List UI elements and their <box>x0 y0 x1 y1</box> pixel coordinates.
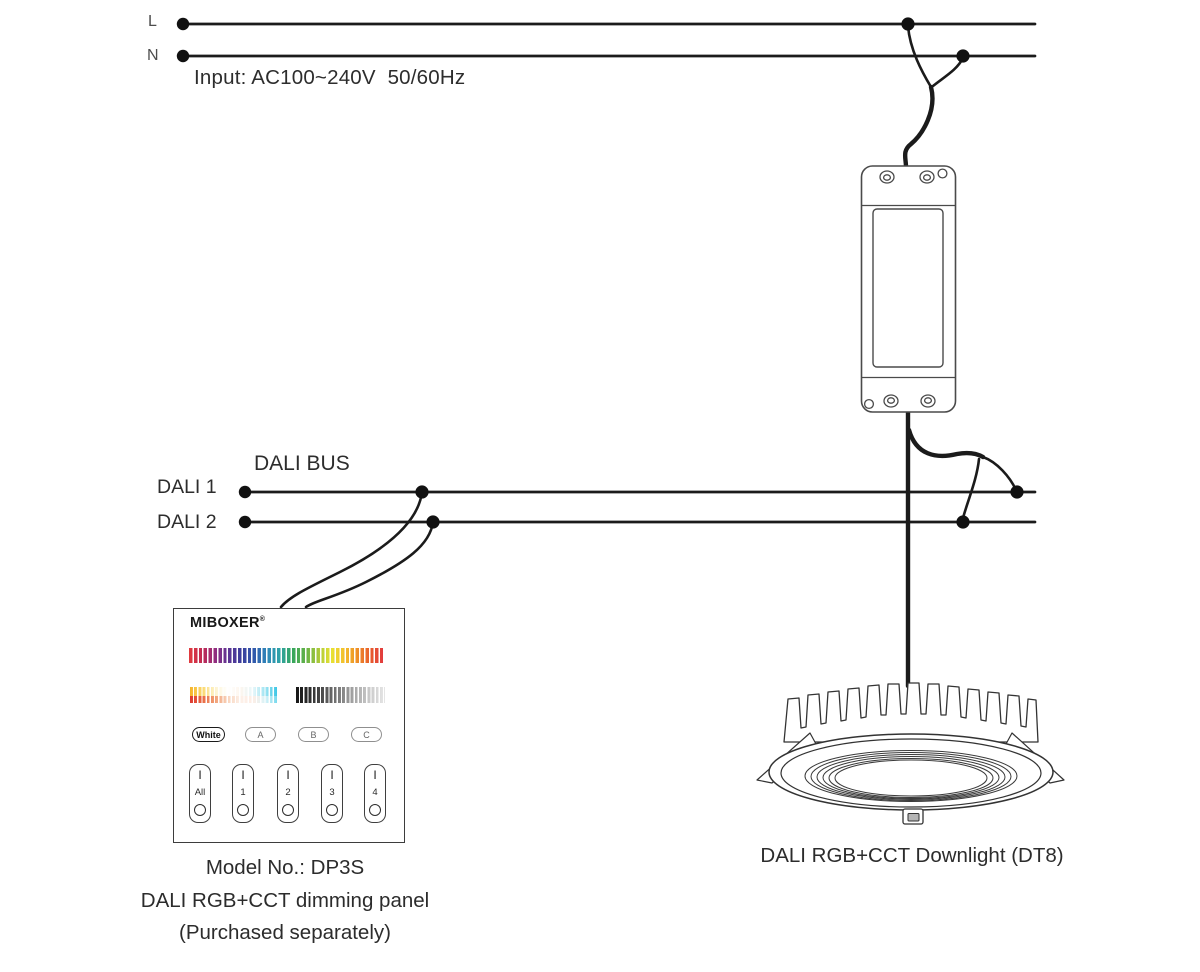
dali-bus-lines <box>243 490 1037 524</box>
dali2-start-dot <box>238 515 252 529</box>
cct-bar-top <box>190 687 278 697</box>
driver-bottom-terminals <box>863 394 936 410</box>
zone-label: 3 <box>329 786 335 798</box>
dali2-branch-wire <box>961 457 981 520</box>
n-junction-dot <box>956 49 970 63</box>
on-symbol: I <box>241 768 245 782</box>
panel-dali1-wire <box>279 490 424 609</box>
zone-1-button: I 1 <box>232 764 254 823</box>
panel-name-text: DALI RGB+CCT dimming panel <box>140 888 430 912</box>
zone-all-button: I All <box>189 764 211 823</box>
mains-to-driver-wires <box>902 24 965 170</box>
dali1-label: DALI 1 <box>157 476 217 498</box>
group-b-button: B <box>298 727 329 742</box>
n-tap-wire <box>931 56 965 88</box>
on-symbol: I <box>373 768 377 782</box>
dali2-label: DALI 2 <box>157 511 217 533</box>
dali1-driver-junction-dot <box>1010 485 1024 499</box>
panel-note-text: (Purchased separately) <box>179 921 391 944</box>
downlight-trim-ring-inner <box>780 738 1042 808</box>
mains-lines <box>181 22 1037 58</box>
l-junction-dot <box>901 17 915 31</box>
off-circle-icon <box>282 804 294 816</box>
bus-to-panel-wires <box>279 490 435 609</box>
panel-brand-logo: MIBOXER® <box>190 615 265 631</box>
on-symbol: I <box>330 768 334 782</box>
on-symbol: I <box>286 768 290 782</box>
on-symbol: I <box>198 768 202 782</box>
input-spec-label: Input: AC100~240V 50/60Hz <box>194 66 466 89</box>
dali2-driver-junction-dot <box>956 515 970 529</box>
downlight-caption: DALI RGB+CCT Downlight (DT8) <box>760 844 1064 867</box>
zone-label: 4 <box>372 786 378 798</box>
l-line-label: L <box>148 13 157 30</box>
dali1-start-dot <box>238 485 252 499</box>
driver-top-terminals <box>879 168 948 184</box>
off-circle-icon <box>237 804 249 816</box>
zone-label: 1 <box>240 786 246 798</box>
downlight-heatsink-fins <box>783 682 1039 743</box>
zone-2-button: I 2 <box>277 764 299 823</box>
group-c-button: C <box>351 727 382 742</box>
l-tap-wire <box>906 24 933 89</box>
off-circle-icon <box>326 804 338 816</box>
dali1-panel-junction-dot <box>415 485 429 499</box>
panel-dali2-wire <box>304 520 435 609</box>
downlight-connector-pin <box>907 813 920 822</box>
dali-bus-title: DALI BUS <box>254 452 350 475</box>
twisted-pair-wire <box>902 84 935 170</box>
dimming-panel: MIBOXER® White A B C I All I 1 I 2 I 3 <box>173 608 405 843</box>
off-circle-icon <box>194 804 206 816</box>
zone-label: All <box>194 786 206 798</box>
white-button: White <box>192 727 225 742</box>
zone-label: 2 <box>285 786 291 798</box>
hue-bar <box>189 648 383 663</box>
registered-mark: ® <box>259 616 266 623</box>
panel-caption: Model No.: DP3S DALI RGB+CCT dimming pan… <box>104 852 466 950</box>
downlight-baffle-rings <box>804 750 1018 802</box>
n-line-label: N <box>147 47 159 64</box>
zone-4-button: I 4 <box>364 764 386 823</box>
driver-label-area <box>872 208 944 368</box>
cct-bar <box>190 687 278 703</box>
n-start-dot <box>176 49 190 63</box>
panel-model-text: Model No.: DP3S <box>205 856 365 879</box>
dali-branch-bundle <box>906 427 986 460</box>
cct-bar-bottom <box>190 696 278 703</box>
l-start-dot <box>176 17 190 31</box>
zone-3-button: I 3 <box>321 764 343 823</box>
driver-output-wires <box>905 409 1018 689</box>
off-circle-icon <box>369 804 381 816</box>
dali2-panel-junction-dot <box>426 515 440 529</box>
brightness-bar <box>296 687 385 703</box>
downlight-device <box>756 682 1065 825</box>
junction-dots <box>176 17 1024 529</box>
group-a-button: A <box>245 727 276 742</box>
dali1-branch-wire <box>981 455 1018 492</box>
dali-driver-device <box>860 165 957 413</box>
brand-text: MIBOXER <box>190 615 260 631</box>
